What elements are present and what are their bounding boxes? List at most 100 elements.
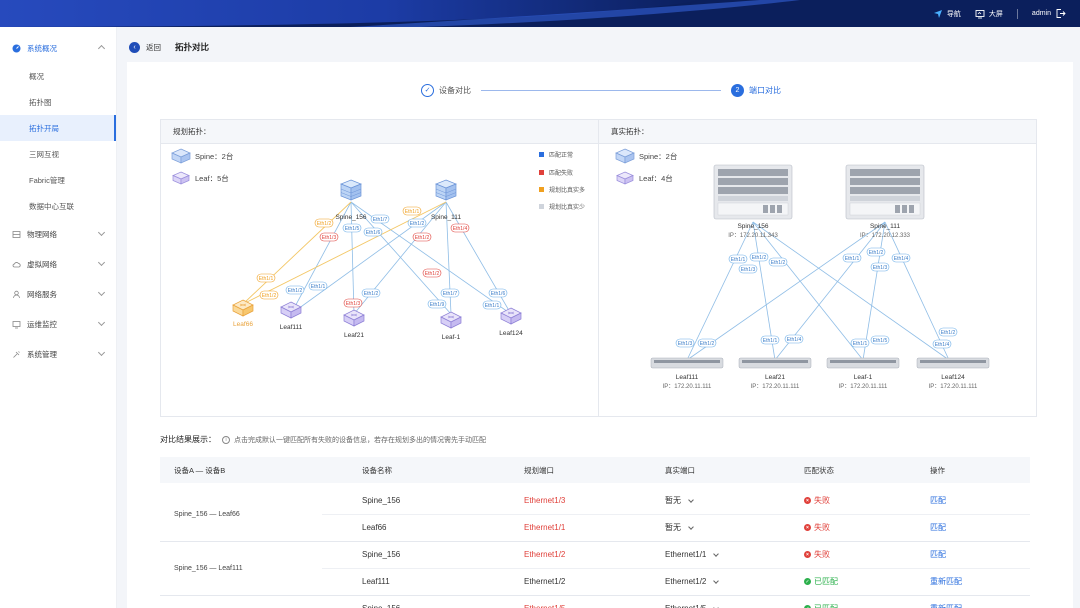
- sidebar-group-overview[interactable]: 系统概况: [0, 33, 116, 63]
- port-tag[interactable]: Eth1/1: [402, 206, 422, 216]
- leaf-device-21[interactable]: [738, 357, 812, 369]
- action-link[interactable]: 匹配: [930, 496, 946, 505]
- leaf-device-111[interactable]: [650, 357, 724, 369]
- leaf-count: Leaf：4台: [639, 173, 673, 183]
- action-link[interactable]: 重新匹配: [930, 577, 962, 586]
- port-tag[interactable]: Eth1/2: [361, 288, 381, 298]
- sidebar-item-dci[interactable]: 数据中心互联: [29, 201, 74, 211]
- port-tag[interactable]: Eth1/5: [342, 223, 362, 233]
- action-link[interactable]: 重新匹配: [930, 595, 962, 608]
- step-device-compare[interactable]: ✓ 设备对比: [421, 83, 471, 97]
- sidebar-group-system[interactable]: 系统管理: [0, 339, 116, 369]
- port-tag[interactable]: Eth1/1: [308, 281, 328, 291]
- node-label: Leaf21: [344, 332, 364, 339]
- step-port-compare[interactable]: 2 端口对比: [731, 83, 781, 97]
- step-label: 设备对比: [439, 85, 471, 95]
- monitor-icon: [975, 9, 985, 18]
- port-tag[interactable]: Eth1/2: [412, 232, 432, 242]
- sidebar-group-virtual[interactable]: 虚拟网络: [0, 249, 116, 279]
- screen-link[interactable]: 大屏: [975, 9, 1003, 19]
- logout-icon[interactable]: [1055, 8, 1066, 19]
- port-tag[interactable]: Eth1/4: [450, 223, 470, 233]
- planned-port: Ethernet1/2: [524, 577, 566, 586]
- leaf-device-124[interactable]: [916, 357, 990, 369]
- port-tag[interactable]: Eth1/1: [482, 300, 502, 310]
- nav-link[interactable]: 导航: [933, 9, 961, 19]
- port-tag[interactable]: Eth1/1: [850, 338, 870, 348]
- port-tag[interactable]: Eth1/4: [891, 253, 911, 263]
- real-port-value: 暂无: [665, 523, 681, 532]
- port-tag[interactable]: Eth1/1: [728, 254, 748, 264]
- spine-node-156[interactable]: [340, 179, 362, 201]
- real-port-select[interactable]: 暂无: [665, 514, 694, 541]
- sidebar-item-topology[interactable]: 拓扑图: [29, 97, 52, 107]
- leaf-node-124[interactable]: [500, 307, 522, 325]
- port-tag[interactable]: Eth1/5: [870, 335, 890, 345]
- port-tag[interactable]: Eth1/4: [932, 339, 952, 349]
- planned-topology-header: 规划拓扑：: [161, 120, 598, 144]
- port-tag[interactable]: Eth1/2: [422, 268, 442, 278]
- real-port-value: Ethernet1/5: [665, 604, 706, 608]
- port-tag[interactable]: Eth1/2: [259, 290, 279, 300]
- real-port-select[interactable]: 暂无: [665, 487, 694, 514]
- error-circle-icon: ×: [804, 524, 811, 531]
- node-label: Spine_111: [431, 214, 462, 221]
- sidebar-group-label: 系统概况: [27, 43, 57, 53]
- sidebar-item-three-network[interactable]: 三网互视: [29, 149, 59, 159]
- sidebar-group-monitoring[interactable]: 运维监控: [0, 309, 116, 339]
- leaf-node-66[interactable]: [232, 299, 254, 317]
- port-tag[interactable]: Eth1/4: [784, 334, 804, 344]
- spine-device-156[interactable]: [713, 164, 793, 220]
- row-divider: [322, 514, 1030, 515]
- chevron-down-icon: [97, 288, 106, 297]
- leaf-node-1[interactable]: [440, 311, 462, 329]
- svg-text:Eth1/4: Eth1/4: [935, 342, 950, 348]
- sidebar-item-fabric[interactable]: Fabric管理: [29, 175, 65, 185]
- leaf-node-21[interactable]: [343, 309, 365, 327]
- port-tag[interactable]: Eth1/2: [749, 252, 769, 262]
- sidebar-group-services[interactable]: 网络服务: [0, 279, 116, 309]
- planned-port: Ethernet1/5: [524, 595, 565, 608]
- port-tag[interactable]: Eth1/2: [697, 338, 717, 348]
- action-link[interactable]: 匹配: [930, 550, 946, 559]
- leaf-device-1[interactable]: [826, 357, 900, 369]
- port-tag[interactable]: Eth1/2: [407, 218, 427, 228]
- back-link[interactable]: 返回: [146, 42, 161, 52]
- real-port-select[interactable]: Ethernet1/1: [665, 541, 720, 568]
- username: admin: [1031, 10, 1051, 17]
- port-tag[interactable]: Eth1/7: [440, 288, 460, 298]
- spine-node-111[interactable]: [435, 179, 457, 201]
- real-port-select[interactable]: Ethernet1/2: [665, 568, 720, 595]
- port-tag[interactable]: Eth1/2: [285, 285, 305, 295]
- sidebar-item-overview[interactable]: 概况: [29, 71, 44, 81]
- port-tag[interactable]: Eth1/9: [427, 299, 447, 309]
- port-tag[interactable]: Eth1/2: [314, 218, 334, 228]
- user-menu[interactable]: admin: [1032, 8, 1066, 19]
- port-tag[interactable]: Eth1/3: [870, 262, 890, 272]
- port-tag[interactable]: Eth1/1: [760, 335, 780, 345]
- port-tag[interactable]: Eth1/3: [319, 232, 339, 242]
- chevron-down-icon: [97, 348, 106, 357]
- port-tag[interactable]: Eth1/2: [938, 327, 958, 337]
- action-link[interactable]: 匹配: [930, 523, 946, 532]
- service-icon: [13, 290, 20, 298]
- real-port-select[interactable]: Ethernet1/5: [665, 595, 720, 608]
- result-hint: i 点击完成默认一键匹配所有失败的设备信息，若存在规划多出的情况需先手动匹配: [222, 435, 486, 445]
- port-tag[interactable]: Eth1/6: [488, 288, 508, 298]
- sidebar-group-physical[interactable]: 物理网络: [0, 219, 116, 249]
- sidebar-item-topology-setup[interactable]: 拓扑开局: [0, 115, 116, 141]
- svg-text:Eth1/1: Eth1/1: [763, 338, 778, 344]
- port-tag[interactable]: Eth1/1: [842, 253, 862, 263]
- real-topology-header: 真实拓扑：: [598, 120, 1036, 144]
- port-tag[interactable]: Eth1/3: [343, 298, 363, 308]
- port-tag[interactable]: Eth1/6: [363, 227, 383, 237]
- port-tag[interactable]: Eth1/1: [256, 273, 276, 283]
- port-tag[interactable]: Eth1/7: [370, 214, 390, 224]
- back-icon[interactable]: ‹: [129, 41, 140, 53]
- port-tag[interactable]: Eth1/3: [675, 338, 695, 348]
- port-tag[interactable]: Eth1/2: [866, 247, 886, 257]
- leaf-node-111[interactable]: [280, 301, 302, 319]
- spine-device-111[interactable]: [845, 164, 925, 220]
- port-tag[interactable]: Eth1/3: [738, 264, 758, 274]
- port-tag[interactable]: Eth1/2: [768, 257, 788, 267]
